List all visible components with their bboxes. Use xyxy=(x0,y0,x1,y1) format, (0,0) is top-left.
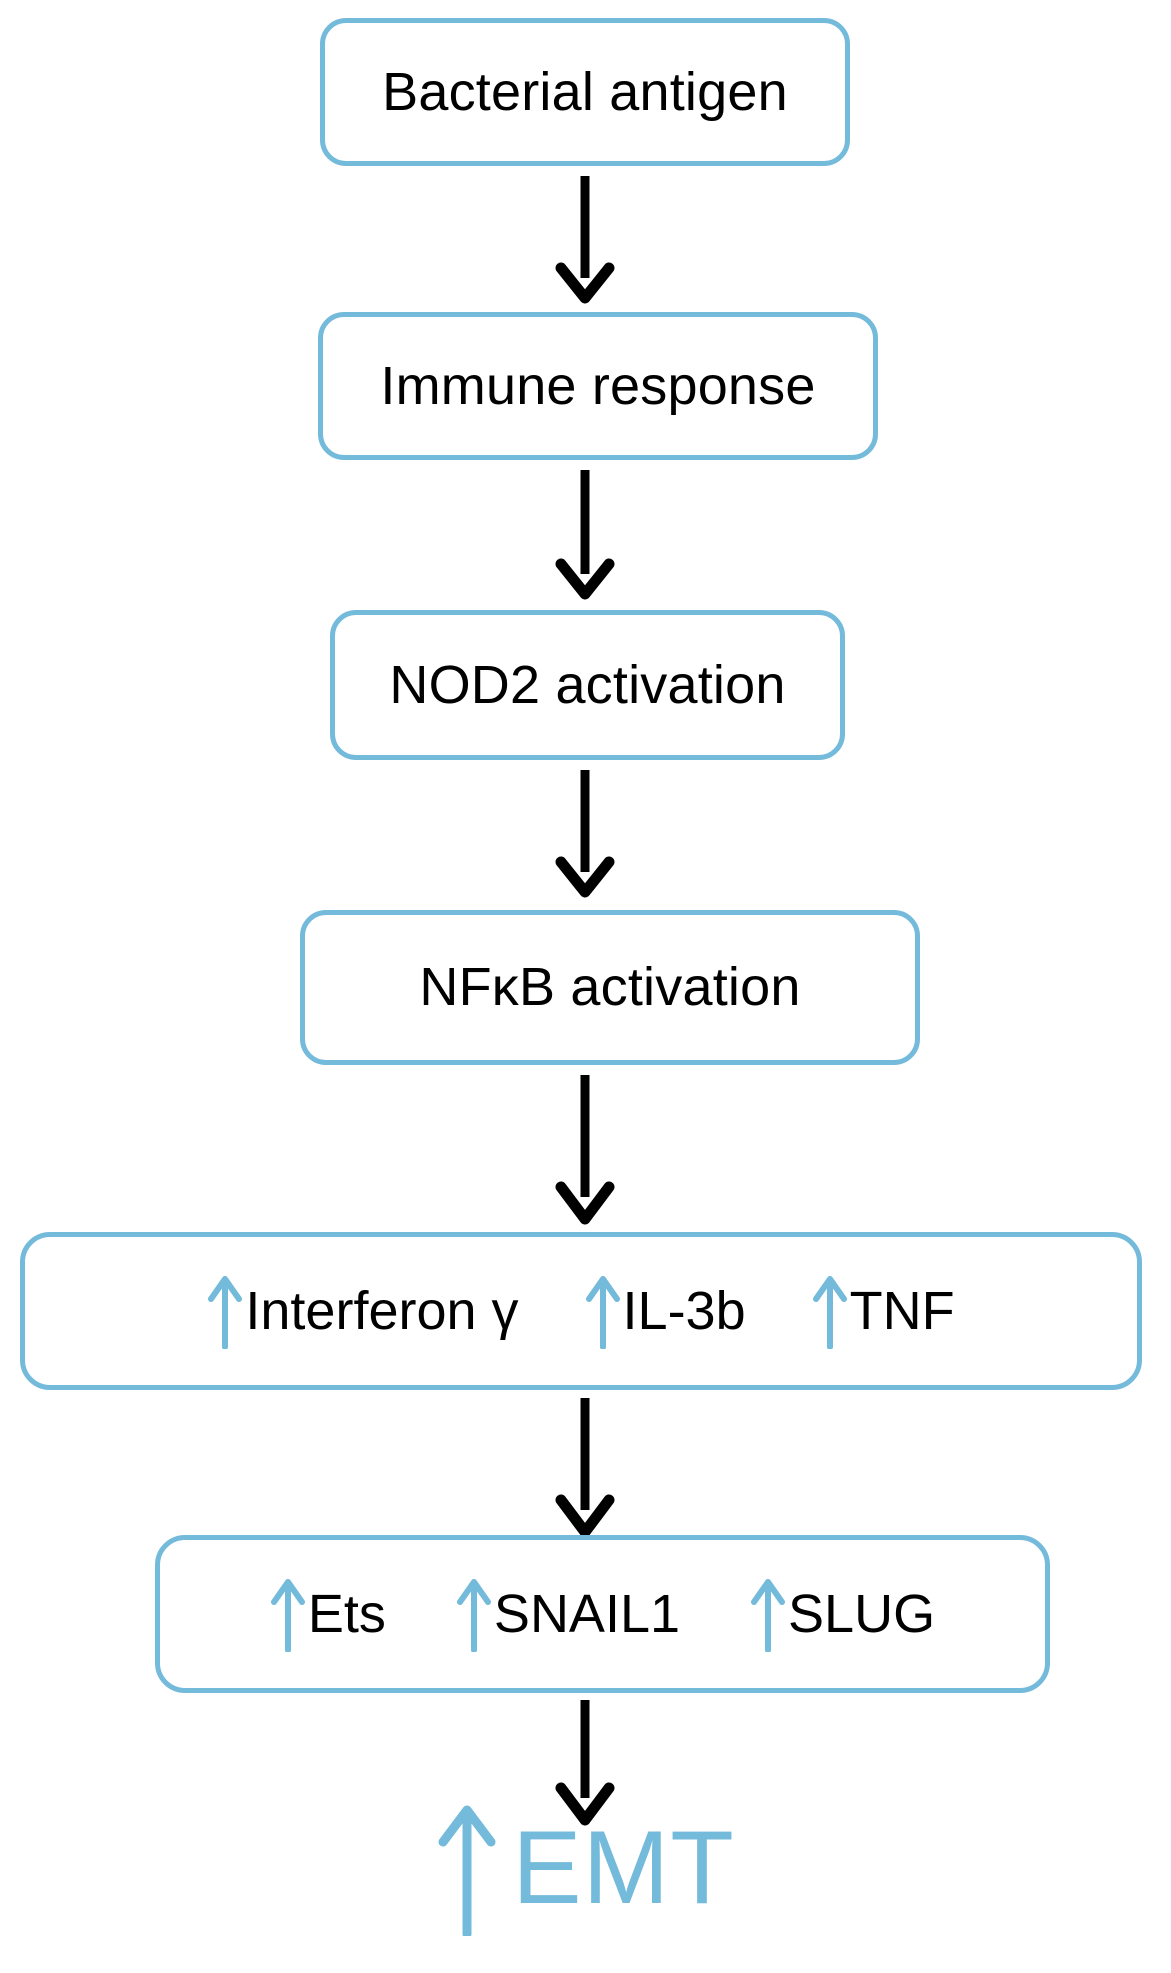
node-nfkb-activation[interactable]: NFκB activation xyxy=(300,910,920,1065)
cytokine-label-il-3b: IL-3b xyxy=(622,1281,746,1341)
node-emt-outcome[interactable]: EMT xyxy=(0,1800,1171,1936)
transcription-factor-item-snail1[interactable]: SNAIL1 xyxy=(456,1576,680,1652)
cytokine-label-tnf: TNF xyxy=(849,1281,955,1341)
flow-arrow-down-icon xyxy=(555,1075,615,1225)
node-nod2-activation-label: NOD2 activation xyxy=(389,654,786,715)
upregulation-arrow-icon xyxy=(208,1276,243,1349)
flow-arrow-2 xyxy=(0,470,1171,607)
flow-arrow-down-icon xyxy=(555,470,615,600)
flow-arrow-1 xyxy=(0,176,1171,309)
node-nfkb-activation-label: NFκB activation xyxy=(419,957,801,1018)
flow-arrow-down-icon xyxy=(555,1700,615,1826)
flow-arrow-5 xyxy=(0,1398,1171,1545)
node-transcription-factors[interactable]: Ets SNAIL1 SLUG xyxy=(155,1535,1050,1693)
cytokine-item-list: Interferon γ IL-3b TNF xyxy=(25,1237,1137,1385)
transcription-factor-label-ets: Ets xyxy=(307,1584,386,1644)
upregulation-arrow-icon xyxy=(438,1805,496,1936)
upregulation-arrow-icon xyxy=(585,1276,620,1349)
flow-arrow-4 xyxy=(0,1075,1171,1232)
upregulation-arrow-icon xyxy=(270,1579,305,1652)
transcription-factor-item-slug[interactable]: SLUG xyxy=(750,1576,935,1652)
node-bacterial-antigen-label: Bacterial antigen xyxy=(382,61,788,122)
node-emt-outcome-label: EMT xyxy=(512,1810,735,1926)
flow-arrow-3 xyxy=(0,770,1171,905)
cytokine-item-tnf[interactable]: TNF xyxy=(812,1273,955,1349)
flow-arrow-down-icon xyxy=(555,176,615,304)
upregulation-arrow-icon xyxy=(456,1579,491,1652)
upregulation-arrow-icon xyxy=(812,1276,847,1349)
cytokine-label-interferon-gamma: Interferon γ xyxy=(245,1281,519,1341)
transcription-factor-label-snail1: SNAIL1 xyxy=(493,1584,681,1644)
flow-arrow-6 xyxy=(0,1700,1171,1835)
flow-arrow-down-icon xyxy=(555,1398,615,1538)
cytokine-item-il-3b[interactable]: IL-3b xyxy=(585,1273,746,1349)
node-immune-response-label: Immune response xyxy=(380,355,816,416)
flow-arrow-down-icon xyxy=(555,770,615,898)
transcription-factor-item-list: Ets SNAIL1 SLUG xyxy=(160,1540,1045,1688)
cytokine-item-interferon-gamma[interactable]: Interferon γ xyxy=(207,1273,519,1349)
transcription-factor-label-slug: SLUG xyxy=(788,1584,936,1644)
node-bacterial-antigen[interactable]: Bacterial antigen xyxy=(320,18,850,166)
node-immune-response[interactable]: Immune response xyxy=(318,312,878,460)
node-cytokines[interactable]: Interferon γ IL-3b TNF xyxy=(20,1232,1142,1390)
node-nod2-activation[interactable]: NOD2 activation xyxy=(330,610,845,760)
upregulation-arrow-icon xyxy=(751,1579,786,1652)
transcription-factor-item-ets[interactable]: Ets xyxy=(270,1576,386,1652)
